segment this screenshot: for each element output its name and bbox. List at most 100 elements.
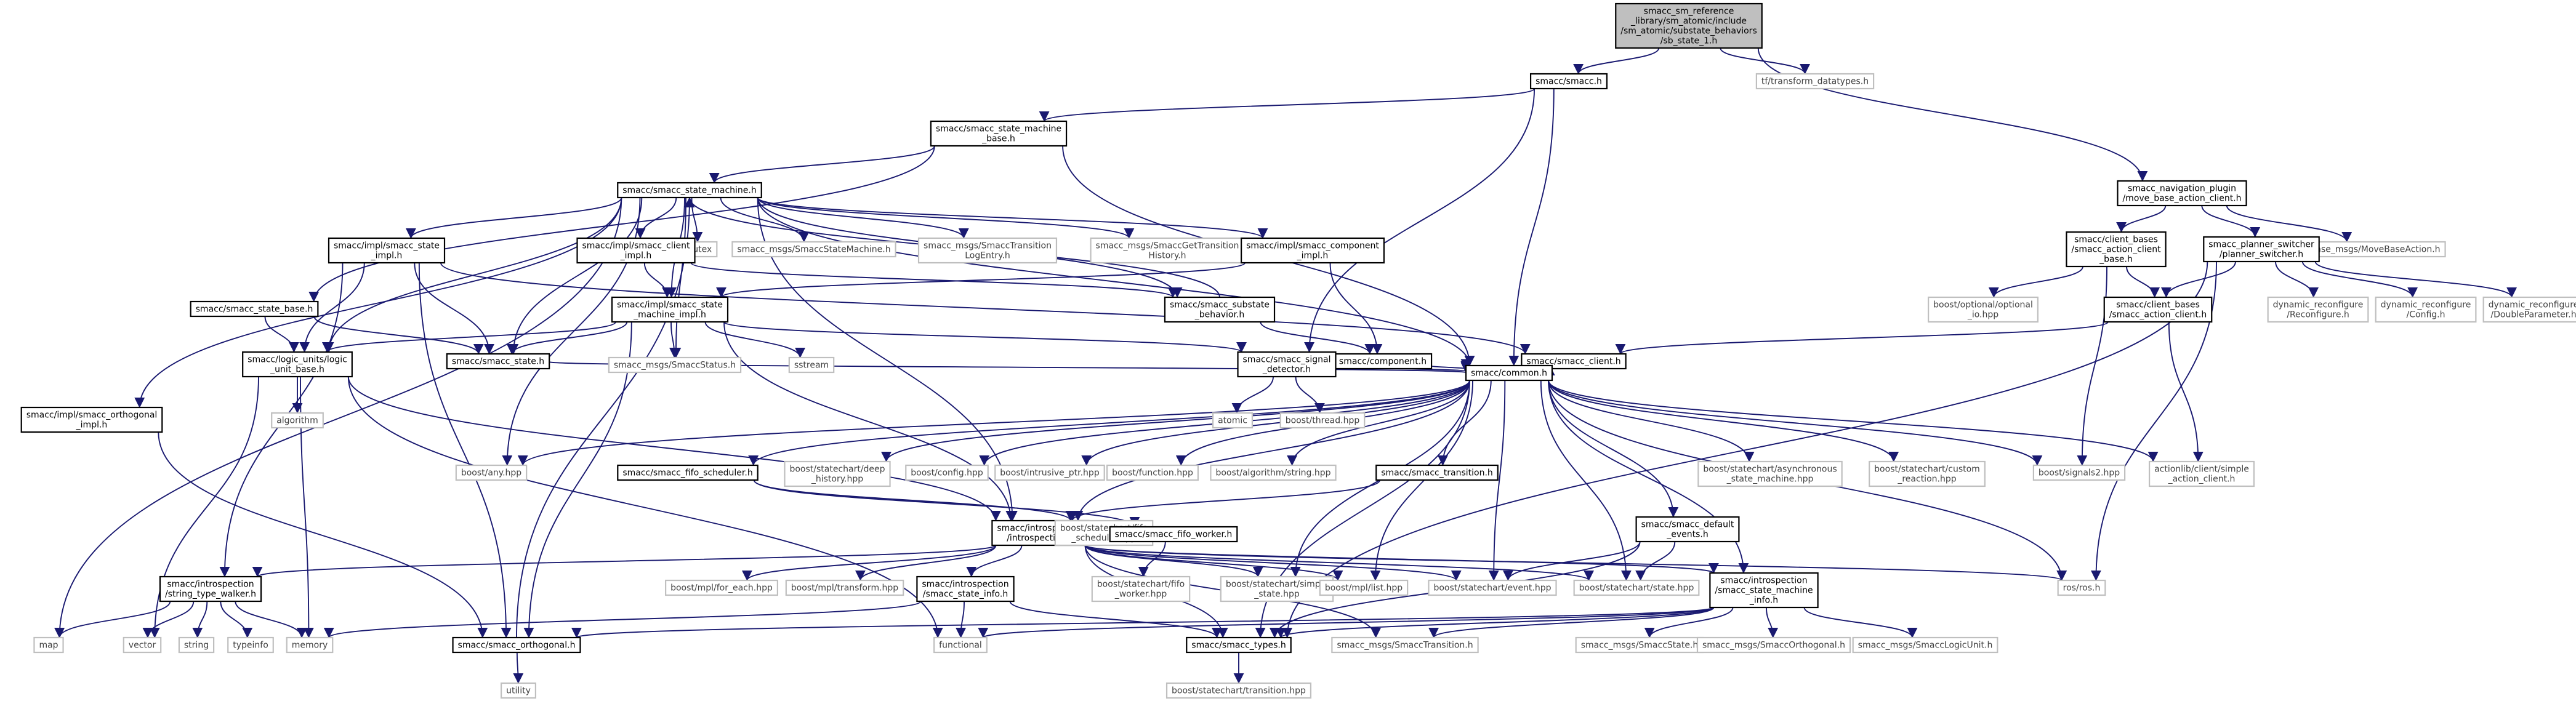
node-box [1529, 73, 1608, 90]
edge-intro-to-ros [1084, 545, 2067, 581]
node-label-line: /sb_state_1.h [1660, 36, 1718, 46]
documented-header-node[interactable]: smacc/smacc_state_machine.h [617, 182, 762, 199]
include-edge [572, 607, 1715, 638]
node-label-line: smacc/impl/smacc_client [582, 241, 691, 251]
documented-header-node[interactable]: smacc/impl/smacc_client_impl.h [576, 237, 696, 264]
node-label-line: smacc/impl/smacc_state [334, 241, 440, 251]
include-edge [506, 321, 628, 355]
node-box [611, 296, 729, 323]
documented-header-node[interactable]: smacc_planner_switcher/planner_switcher.… [2203, 236, 2320, 263]
include-edge [1084, 545, 1343, 581]
node-box [1237, 351, 1337, 378]
edge-logic-to-intro [347, 376, 1001, 521]
node-label-line: _detector.h [1262, 365, 1311, 375]
documented-header-node[interactable]: smacc/impl/smacc_orthogonal_impl.h [20, 406, 163, 433]
include-edge [881, 380, 1470, 462]
edge-logic-to-functional [347, 376, 943, 638]
documented-header-node[interactable]: smacc/common.h [1465, 364, 1553, 382]
documented-header-node[interactable]: smacc/smacc_substate_behavior.h [1164, 296, 1276, 323]
documented-header-node[interactable]: smacc/smacc.h [1529, 73, 1608, 90]
node-box [1279, 412, 1366, 429]
node-box [1165, 682, 1312, 699]
documented-header-node[interactable]: smacc/smacc_orthogonal.h [452, 636, 581, 654]
include-edge [723, 321, 1247, 353]
include-edge [2275, 261, 2319, 298]
node-label-line: LogEntry.h [965, 251, 1010, 261]
include-edge [299, 262, 365, 353]
documented-header-node[interactable]: smacc/smacc_fifo_scheduler.h [617, 464, 759, 481]
node-label-line: smacc/impl/smacc_state [617, 300, 723, 310]
documented-header-node[interactable]: smacc/introspection/smacc_state_machine_… [1709, 572, 1819, 609]
external-header-node: boost/mpl/list.hpp [1319, 579, 1409, 596]
external-header-node: actionlib/client/simple_action_client.h [2148, 460, 2255, 487]
include-edge [2116, 205, 2167, 233]
documented-header-node[interactable]: smacc/client_bases/smacc_action_client_b… [2066, 231, 2167, 268]
documented-header-node[interactable]: smacc/smacc_fifo_worker.h [1109, 526, 1238, 543]
node-label-line: _reaction.hpp [1897, 475, 1956, 484]
node-box [178, 636, 215, 654]
documented-header-node[interactable]: smacc/impl/smacc_state_impl.h [328, 237, 446, 264]
node-label-line: smacc_msgs/SmaccTransition.h [1337, 641, 1473, 651]
edge-common-to-bany [518, 380, 1470, 466]
node-label-line: map [39, 641, 58, 651]
edge-ssmi-to-ortho [523, 321, 632, 638]
external-header-node: boost/statechart/simple_state.hpp [1220, 575, 1334, 603]
edge-root-to-nav [1757, 47, 2148, 182]
edge-cbac-to-client [1615, 321, 2109, 355]
include-edge [1009, 601, 1222, 638]
documented-header-node[interactable]: smacc/component.h [1333, 353, 1433, 370]
node-label-line: _action_client.h [2168, 475, 2236, 484]
documented-header-node[interactable]: smacc/impl/smacc_state_machine_impl.h [611, 296, 729, 323]
documented-header-node[interactable]: smacc/smacc_default_events.h [1635, 516, 1740, 543]
documented-header-node[interactable]: smacc_navigation_plugin/move_base_action… [2117, 180, 2247, 207]
node-box [608, 356, 742, 374]
node-label-line: _worker.hpp [1114, 590, 1167, 599]
documented-header-node[interactable]: smacc/impl/smacc_component_impl.h [1241, 237, 1385, 264]
node-label-line: boost/signals2.hpp [2039, 468, 2120, 478]
edge-ssinfo-to-types [1009, 601, 1222, 638]
node-label-line: History.h [1148, 251, 1186, 261]
node-box [784, 460, 891, 487]
external-header-node: dynamic_reconfigure/Config.h [2375, 296, 2477, 323]
edge-sm-to-mtle [757, 197, 969, 239]
node-label-line: smacc/smacc_signal [1243, 355, 1331, 365]
edge-orthoi-to-ortho [158, 431, 488, 638]
documented-header-node[interactable]: smacc/introspection/smacc_state_info.h [916, 575, 1015, 603]
external-header-node: boost/function.hpp [1106, 464, 1199, 481]
documented-header-node[interactable]: smacc/smacc_transition.h [1375, 464, 1499, 481]
node-box [617, 464, 759, 481]
node-box [1575, 636, 1704, 654]
node-box [1635, 516, 1740, 543]
edge-sm-to-logic [323, 197, 622, 353]
node-box [1869, 460, 1986, 487]
node-box [2066, 231, 2167, 268]
include-edge [753, 479, 1140, 527]
node-label-line: smacc/smacc_transition.h [1381, 468, 1493, 478]
documented-header-node[interactable]: smacc/smacc_types.h [1186, 636, 1292, 654]
edge-ssi-to-ss [414, 262, 495, 355]
documented-header-node[interactable]: smacc/smacc_client.h [1521, 353, 1627, 370]
include-edge [1540, 380, 1632, 581]
include-edge [2168, 321, 2204, 462]
include-edge [1067, 479, 1381, 521]
include-edge [855, 545, 997, 581]
documented-header-node[interactable]: smacc/logic_units/logic_unit_base.h [242, 351, 353, 378]
documented-header-node[interactable]: smacc/client_bases/smacc_action_client.h [2103, 296, 2213, 323]
edge-common-to-bsig [1548, 380, 2043, 466]
documented-header-node[interactable]: smacc/smacc_state_base.h [190, 300, 319, 318]
node-label-line: functional [939, 641, 982, 651]
documented-header-node[interactable]: smacc/introspection/string_type_walker.h [159, 575, 262, 603]
edge-ssub-to-comp [1260, 321, 1375, 355]
include-edge [1084, 545, 2067, 581]
documented-header-node[interactable]: smacc/smacc_state_machine_base.h [930, 120, 1068, 147]
node-box [788, 356, 835, 374]
edge-ortho-to-utility [513, 652, 524, 684]
external-header-node: dynamic_reconfigure/Reconfigure.h [2267, 296, 2369, 323]
include-edge [1084, 545, 1462, 581]
edge-ssi-to-client [440, 262, 1531, 355]
node-box [1186, 636, 1292, 654]
documented-header-node[interactable]: smacc/smacc_state.h [446, 353, 550, 370]
documented-header-node[interactable]: smacc/smacc_signal_detector.h [1237, 351, 1337, 378]
edge-nav-to-ps [2201, 205, 2261, 238]
